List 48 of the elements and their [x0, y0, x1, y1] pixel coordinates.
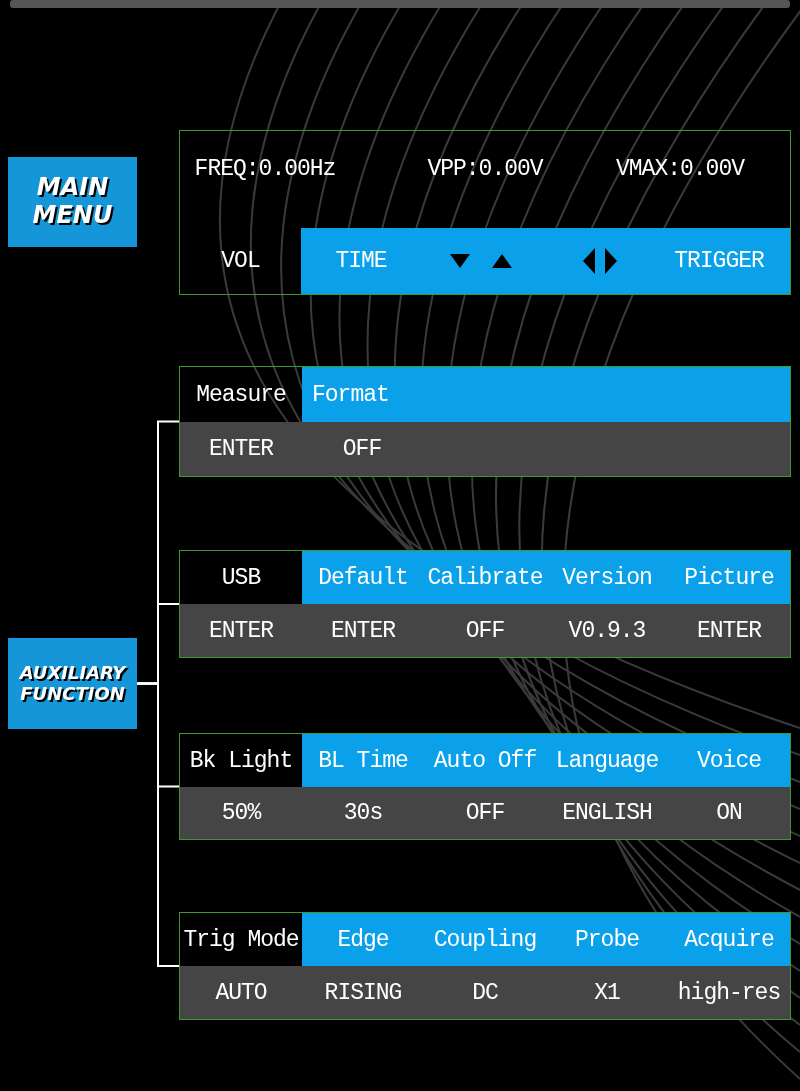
- setting-value: high-res: [676, 978, 782, 1008]
- setting-value: V0.9.3: [567, 616, 647, 646]
- readout-text: VMAX:0.00V: [615, 155, 746, 184]
- menu-item: Language: [554, 746, 660, 776]
- menu-item: Edge: [336, 925, 390, 955]
- setting-value: 50%: [220, 799, 262, 828]
- setting-value: ENTER: [208, 435, 274, 464]
- setting-value: 30s: [342, 799, 384, 828]
- menu-title-label: MAIN MENU: [8, 157, 137, 247]
- menu-item: Acquire: [683, 925, 775, 955]
- menu-item: USB: [220, 563, 262, 593]
- menu-item: Format: [312, 380, 390, 410]
- bracket-line: [136, 682, 180, 967]
- setting-value: AUTO: [214, 978, 268, 1008]
- menu-panel: [179, 366, 791, 477]
- menu-item: Measure: [195, 380, 287, 410]
- setting-value: ENTER: [208, 616, 274, 646]
- setting-value: DC: [471, 978, 499, 1008]
- menu-item: BL Time: [317, 746, 409, 776]
- setting-value: ENGLISH: [561, 799, 653, 828]
- setting-value: X1: [593, 978, 621, 1008]
- menu-item: Calibrate: [426, 563, 544, 593]
- menu-item: Probe: [574, 925, 640, 955]
- menu-item: Picture: [683, 563, 775, 593]
- setting-value: OFF: [341, 435, 383, 464]
- readout-text: FREQ:0.00Hz: [193, 155, 337, 184]
- menu-item: TRIGGER: [673, 247, 765, 276]
- menu-panel: [179, 733, 791, 840]
- menu-panel: [179, 550, 791, 658]
- setting-value: ENTER: [696, 616, 762, 646]
- menu-item: Default: [317, 563, 409, 593]
- menu-item: Voice: [696, 746, 762, 776]
- setting-value: ENTER: [330, 616, 396, 646]
- menu-item: Version: [561, 563, 653, 593]
- menu-panel: [179, 912, 791, 1020]
- setting-value: OFF: [464, 616, 506, 646]
- menu-title-label: AUXILIARY FUNCTION: [8, 638, 137, 729]
- readout-text: VPP:0.00V: [426, 155, 545, 184]
- setting-value: OFF: [464, 799, 506, 828]
- menu-item: Bk Light: [188, 746, 294, 776]
- setting-value: ON: [715, 799, 743, 828]
- menu-item: TIME: [334, 247, 388, 276]
- menu-item: Trig Mode: [182, 925, 300, 955]
- setting-value: RISING: [323, 978, 403, 1008]
- menu-item: Auto Off: [432, 746, 538, 776]
- menu-item: Coupling: [432, 925, 538, 955]
- screen-panel: [179, 130, 791, 295]
- menu-item: VOL: [220, 247, 261, 276]
